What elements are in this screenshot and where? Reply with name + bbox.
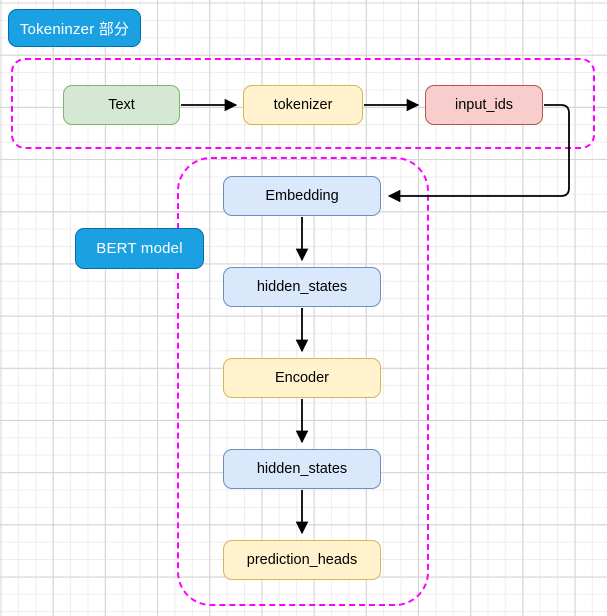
node-tokenizer[interactable]: tokenizer (243, 85, 363, 125)
node-encoder[interactable]: Encoder (223, 358, 381, 398)
node-hidden-states-2[interactable]: hidden_states (223, 449, 381, 489)
group-tokenizer-section (11, 58, 595, 149)
node-input-ids[interactable]: input_ids (425, 85, 543, 125)
node-embedding[interactable]: Embedding (223, 176, 381, 216)
node-hidden-states-1[interactable]: hidden_states (223, 267, 381, 307)
node-prediction-heads[interactable]: prediction_heads (223, 540, 381, 580)
group-bert-model (177, 157, 429, 606)
node-text[interactable]: Text (63, 85, 180, 125)
label-chip-tokenizer-section[interactable]: Tokeninzer 部分 (8, 9, 141, 47)
label-chip-bert-model[interactable]: BERT model (75, 228, 204, 269)
